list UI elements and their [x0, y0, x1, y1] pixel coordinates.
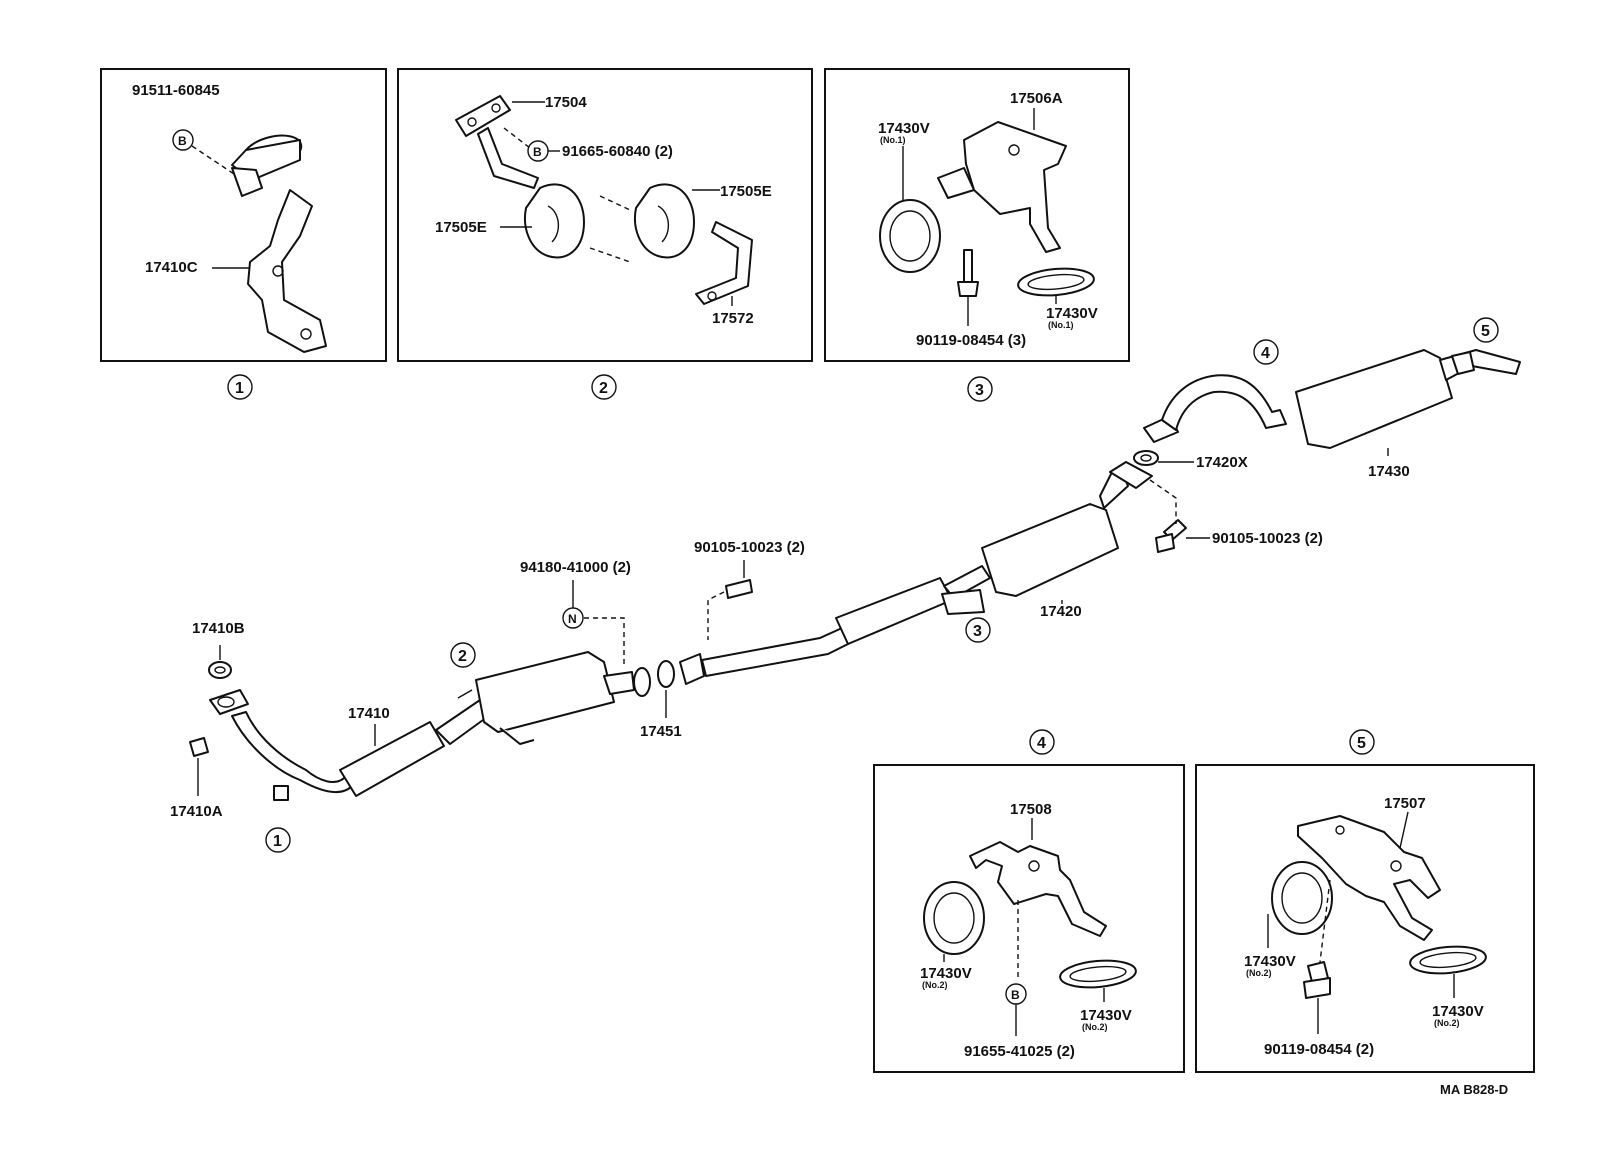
- label-17410c: 17410C: [145, 259, 198, 276]
- rubber-mount-left-part: [524, 183, 585, 259]
- detail-box-2: 17504 B 91665-60840 (2) 17505E 17505E 17…: [397, 68, 813, 362]
- drawing-code: MA B828-D: [1440, 1082, 1508, 1097]
- label-17430v-no2-box5-right: 17430V: [1432, 1003, 1484, 1020]
- label-17504: 17504: [545, 94, 587, 111]
- oval-gasket-box5-part: [1409, 945, 1487, 975]
- detail-box-5: 17507 17430V (No.2) 90119-08454 (2) 1743…: [1195, 764, 1535, 1073]
- label-17505e-right: 17505E: [720, 183, 772, 200]
- svg-text:2: 2: [599, 380, 608, 397]
- bolt-90105-center-part: [725, 579, 753, 599]
- bracket-17410c-part: [247, 189, 327, 353]
- rubber-mount-right-part: [634, 183, 695, 259]
- gasket-17410b-part: [208, 661, 232, 679]
- label-17572: 17572: [712, 310, 754, 327]
- svg-text:(No.1): (No.1): [1048, 320, 1074, 330]
- label-94180-41000: 94180-41000 (2): [520, 559, 631, 576]
- bracket-17507-part: [1297, 815, 1441, 941]
- front-pipe-17410-part: [209, 689, 495, 801]
- svg-text:N: N: [568, 612, 577, 626]
- hanger-17504-part: [455, 95, 539, 189]
- label-90105-10023-center: 90105-10023 (2): [694, 539, 805, 556]
- svg-text:2: 2: [458, 648, 467, 665]
- svg-text:1: 1: [273, 833, 282, 850]
- label-17410: 17410: [348, 705, 390, 722]
- label-90119-08454-3: 90119-08454 (3): [916, 332, 1026, 349]
- label-17430v-no2-box5-left: 17430V: [1244, 953, 1296, 970]
- bracket-17508-part: [969, 841, 1107, 937]
- label-17420: 17420: [1040, 603, 1082, 620]
- callout-3-main: 3: [965, 617, 991, 643]
- callout-b-icon: B: [172, 129, 194, 151]
- label-17451: 17451: [640, 723, 682, 740]
- bracket-17506a-part: [937, 121, 1067, 253]
- svg-text:3: 3: [975, 382, 984, 399]
- label-17430v-no2-box4-left: 17430V: [920, 965, 972, 982]
- callout-2-main: 2: [450, 642, 476, 668]
- center-muffler-part: [457, 651, 635, 745]
- callout-2-box: 2: [591, 374, 617, 400]
- detail-box-3: 17506A 17430V (No.1) 90119-08454 (3) 174…: [824, 68, 1130, 362]
- bolt-90105-right-part: [1155, 519, 1187, 553]
- svg-text:1: 1: [235, 380, 244, 397]
- ring-gasket-box4-part: [923, 881, 985, 955]
- callout-5-main: 5: [1473, 317, 1499, 343]
- svg-text:3: 3: [973, 623, 982, 640]
- oval-gasket-part: [1017, 267, 1095, 297]
- ring-gasket-box5-part: [1271, 861, 1333, 935]
- svg-text:4: 4: [1037, 735, 1046, 752]
- svg-text:5: 5: [1481, 323, 1490, 340]
- clamp-band-part: [231, 134, 303, 197]
- bolt-90119-part: [957, 249, 979, 297]
- svg-text:(No.2): (No.2): [1246, 968, 1272, 978]
- label-91511-60845: 91511-60845: [132, 82, 220, 99]
- label-17505e-left: 17505E: [435, 219, 487, 236]
- svg-text:4: 4: [1261, 345, 1270, 362]
- svg-text:(No.2): (No.2): [1434, 1018, 1460, 1028]
- callout-4-main: 4: [1253, 339, 1279, 365]
- muffler-17420-part: [981, 461, 1153, 597]
- gasket-17451-part: [633, 660, 675, 697]
- nut-17410a-part: [189, 737, 209, 757]
- label-17410b: 17410B: [192, 620, 245, 637]
- callout-b-icon-2: B: [527, 140, 549, 162]
- callout-1-main: 1: [265, 827, 291, 853]
- ring-gasket-part: [879, 199, 941, 273]
- svg-text:5: 5: [1357, 735, 1366, 752]
- bolt-90119-box5-part: [1303, 961, 1331, 999]
- callout-b-icon-box4: B: [1005, 983, 1027, 1005]
- svg-text:(No.2): (No.2): [1082, 1022, 1108, 1032]
- svg-text:B: B: [533, 145, 542, 159]
- svg-text:(No.2): (No.2): [922, 980, 948, 990]
- callout-n-icon: N: [562, 607, 584, 629]
- svg-text:(No.1): (No.1): [880, 135, 906, 145]
- label-17410a: 17410A: [170, 803, 223, 820]
- label-90105-10023-right: 90105-10023 (2): [1212, 530, 1323, 547]
- muffler-17430-part: [1295, 349, 1521, 449]
- gasket-17420x-part: [1133, 450, 1159, 466]
- label-17506a: 17506A: [1010, 90, 1063, 107]
- hanger-17572-part: [695, 221, 753, 305]
- label-17430v-no1-bottom: 17430V: [1046, 305, 1098, 322]
- oval-gasket-box4-part: [1059, 959, 1137, 989]
- label-91665-60840: 91665-60840 (2): [562, 143, 673, 160]
- detail-box-4: 17508 17430V (No.2) B 91655-41025 (2) 17…: [873, 764, 1185, 1073]
- label-17430v-no1-top: 17430V: [878, 120, 930, 137]
- center-pipe-part: [679, 565, 991, 685]
- callout-4-box: 4: [1029, 729, 1055, 755]
- label-17420x: 17420X: [1196, 454, 1248, 471]
- label-17430: 17430: [1368, 463, 1410, 480]
- label-17430v-no2-box4-right: 17430V: [1080, 1007, 1132, 1024]
- callout-1-box: 1: [227, 374, 253, 400]
- svg-text:B: B: [178, 134, 187, 148]
- callout-3-box: 3: [967, 376, 993, 402]
- detail-box-1: 91511-60845 B 17410C: [100, 68, 387, 362]
- label-17507: 17507: [1384, 795, 1426, 812]
- svg-text:B: B: [1011, 988, 1020, 1002]
- label-17508: 17508: [1010, 801, 1052, 818]
- label-90119-08454-2: 90119-08454 (2): [1264, 1041, 1374, 1058]
- callout-5-box: 5: [1349, 729, 1375, 755]
- tail-pipe-part: [1143, 374, 1287, 443]
- label-91655-41025: 91655-41025 (2): [964, 1043, 1075, 1060]
